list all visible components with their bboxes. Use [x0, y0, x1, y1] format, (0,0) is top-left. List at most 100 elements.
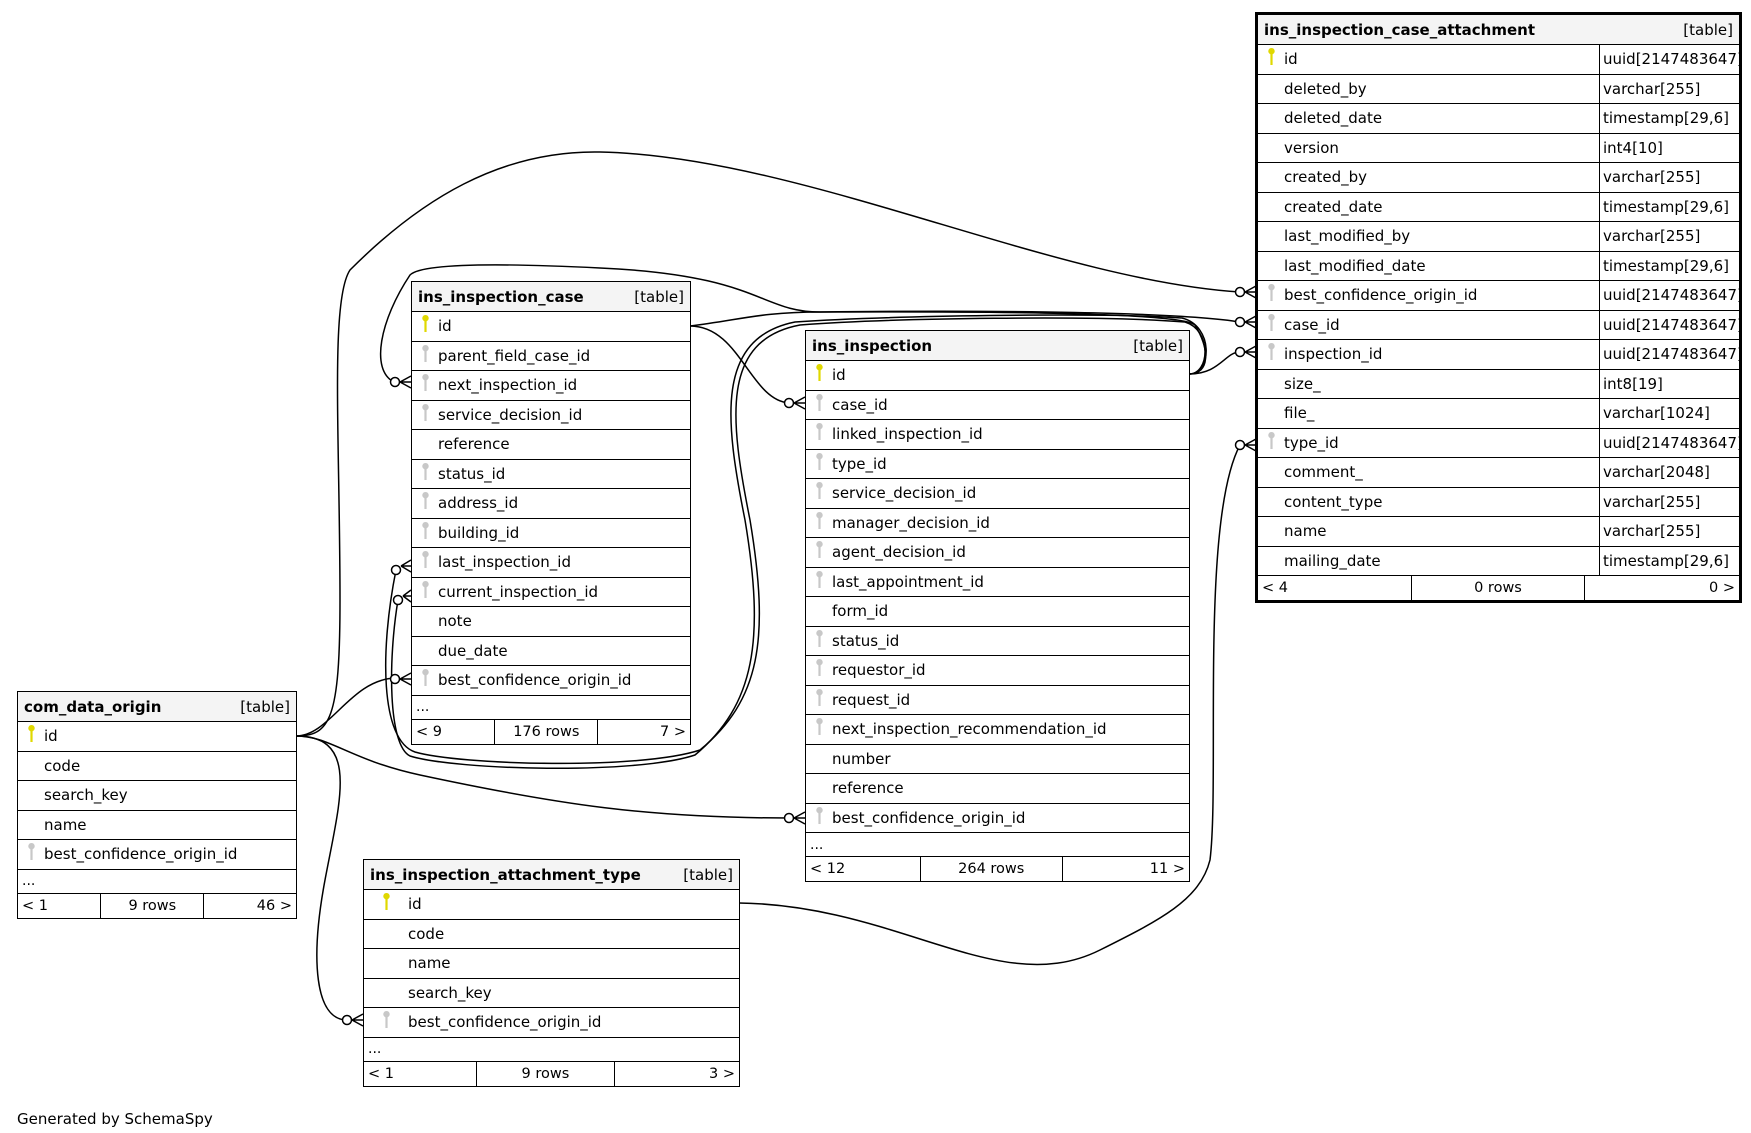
- column-name[interactable]: linked_inspection_id: [832, 425, 983, 444]
- column-name[interactable]: code: [408, 924, 445, 943]
- column-name[interactable]: current_inspection_id: [438, 582, 599, 601]
- column-name[interactable]: name: [408, 954, 451, 973]
- column-name[interactable]: id: [832, 366, 846, 385]
- column-name[interactable]: best_confidence_origin_id: [44, 845, 238, 864]
- column-name[interactable]: name: [44, 815, 87, 834]
- column-name[interactable]: search_key: [408, 983, 492, 1002]
- column-name[interactable]: number: [832, 749, 891, 768]
- column-name[interactable]: file_: [1284, 404, 1315, 423]
- column-name[interactable]: id: [408, 895, 422, 914]
- table-name[interactable]: ins_inspection: [812, 336, 933, 355]
- column-row[interactable]: parent_field_case_id: [412, 342, 690, 371]
- column-name[interactable]: id: [1284, 50, 1298, 69]
- column-name[interactable]: next_inspection_id: [438, 376, 578, 395]
- column-row[interactable]: reference: [412, 430, 690, 460]
- column-row[interactable]: manager_decision_id: [806, 509, 1189, 538]
- column-name[interactable]: requestor_id: [832, 661, 926, 680]
- column-row[interactable]: status_id: [412, 460, 690, 489]
- column-row[interactable]: name: [364, 949, 739, 979]
- column-name[interactable]: last_appointment_id: [832, 572, 984, 591]
- column-name[interactable]: request_id: [832, 690, 911, 709]
- column-name[interactable]: content_type: [1284, 492, 1383, 511]
- table-header[interactable]: ins_inspection[table]: [806, 331, 1189, 361]
- column-name[interactable]: deleted_by: [1284, 79, 1367, 98]
- parents-count[interactable]: < 9: [412, 719, 496, 744]
- column-name[interactable]: address_id: [438, 494, 519, 513]
- column-name[interactable]: inspection_id: [1284, 345, 1383, 364]
- column-name[interactable]: last_modified_by: [1284, 227, 1411, 246]
- parents-count[interactable]: < 1: [18, 893, 102, 918]
- column-row[interactable]: building_id: [412, 519, 690, 548]
- column-row[interactable]: last_inspection_id: [412, 548, 690, 578]
- column-name[interactable]: reference: [832, 779, 904, 798]
- table-header[interactable]: com_data_origin[table]: [18, 692, 296, 722]
- column-row[interactable]: best_confidence_origin_id: [18, 840, 296, 870]
- column-row[interactable]: request_id: [806, 686, 1189, 715]
- column-row[interactable]: id: [18, 722, 296, 752]
- table-ins-inspection-case[interactable]: ins_inspection_case[table]id parent_field…: [411, 281, 691, 745]
- column-name[interactable]: agent_decision_id: [832, 543, 966, 562]
- column-row[interactable]: comment_varchar[2048]: [1258, 458, 1739, 488]
- column-name[interactable]: last_modified_date: [1284, 256, 1426, 275]
- column-name[interactable]: best_confidence_origin_id: [832, 808, 1026, 827]
- column-row[interactable]: best_confidence_origin_id: [412, 666, 690, 696]
- column-name[interactable]: status_id: [438, 464, 506, 483]
- table-header[interactable]: ins_inspection_case[table]: [412, 282, 690, 312]
- table-header[interactable]: ins_inspection_case_attachment[table]: [1258, 15, 1739, 45]
- column-name[interactable]: next_inspection_recommendation_id: [832, 720, 1107, 739]
- parents-count[interactable]: < 4: [1258, 576, 1412, 600]
- column-row[interactable]: id: [412, 312, 690, 342]
- column-name[interactable]: code: [44, 756, 81, 775]
- column-row[interactable]: note: [412, 607, 690, 637]
- column-name[interactable]: parent_field_case_id: [438, 346, 591, 365]
- column-name[interactable]: service_decision_id: [832, 484, 977, 503]
- column-row[interactable]: id: [806, 361, 1189, 391]
- column-name[interactable]: service_decision_id: [438, 405, 583, 424]
- table-ins-inspection[interactable]: ins_inspection[table]id case_id linked_ins…: [805, 330, 1190, 882]
- children-count[interactable]: 0 >: [1709, 580, 1735, 596]
- column-row[interactable]: address_id: [412, 489, 690, 519]
- children-count[interactable]: 11 >: [1149, 861, 1185, 877]
- column-name[interactable]: version: [1284, 138, 1339, 157]
- column-name[interactable]: deleted_date: [1284, 109, 1383, 128]
- column-row[interactable]: best_confidence_origin_id: [364, 1008, 739, 1038]
- column-name[interactable]: type_id: [832, 454, 887, 473]
- column-name[interactable]: case_id: [1284, 315, 1340, 334]
- column-row[interactable]: file_varchar[1024]: [1258, 399, 1739, 429]
- column-name[interactable]: building_id: [438, 523, 520, 542]
- column-name[interactable]: case_id: [832, 395, 888, 414]
- column-row[interactable]: name: [18, 811, 296, 840]
- column-name[interactable]: created_by: [1284, 168, 1368, 187]
- column-name[interactable]: id: [44, 727, 58, 746]
- column-name[interactable]: search_key: [44, 786, 128, 805]
- parents-count[interactable]: < 12: [806, 857, 921, 881]
- column-name[interactable]: id: [438, 317, 452, 336]
- column-row[interactable]: case_id: [806, 391, 1189, 420]
- column-name[interactable]: best_confidence_origin_id: [438, 671, 632, 690]
- column-row[interactable]: code: [364, 920, 739, 949]
- column-name[interactable]: name: [1284, 522, 1327, 541]
- column-row[interactable]: next_inspection_recommendation_id: [806, 715, 1189, 745]
- table-name[interactable]: ins_inspection_case_attachment: [1264, 20, 1536, 39]
- column-row[interactable]: requestor_id: [806, 656, 1189, 686]
- column-name[interactable]: reference: [438, 435, 510, 454]
- column-name[interactable]: created_date: [1284, 197, 1383, 216]
- column-row[interactable]: reference: [806, 774, 1189, 804]
- column-name[interactable]: best_confidence_origin_id: [408, 1013, 602, 1032]
- column-name[interactable]: manager_decision_id: [832, 513, 990, 532]
